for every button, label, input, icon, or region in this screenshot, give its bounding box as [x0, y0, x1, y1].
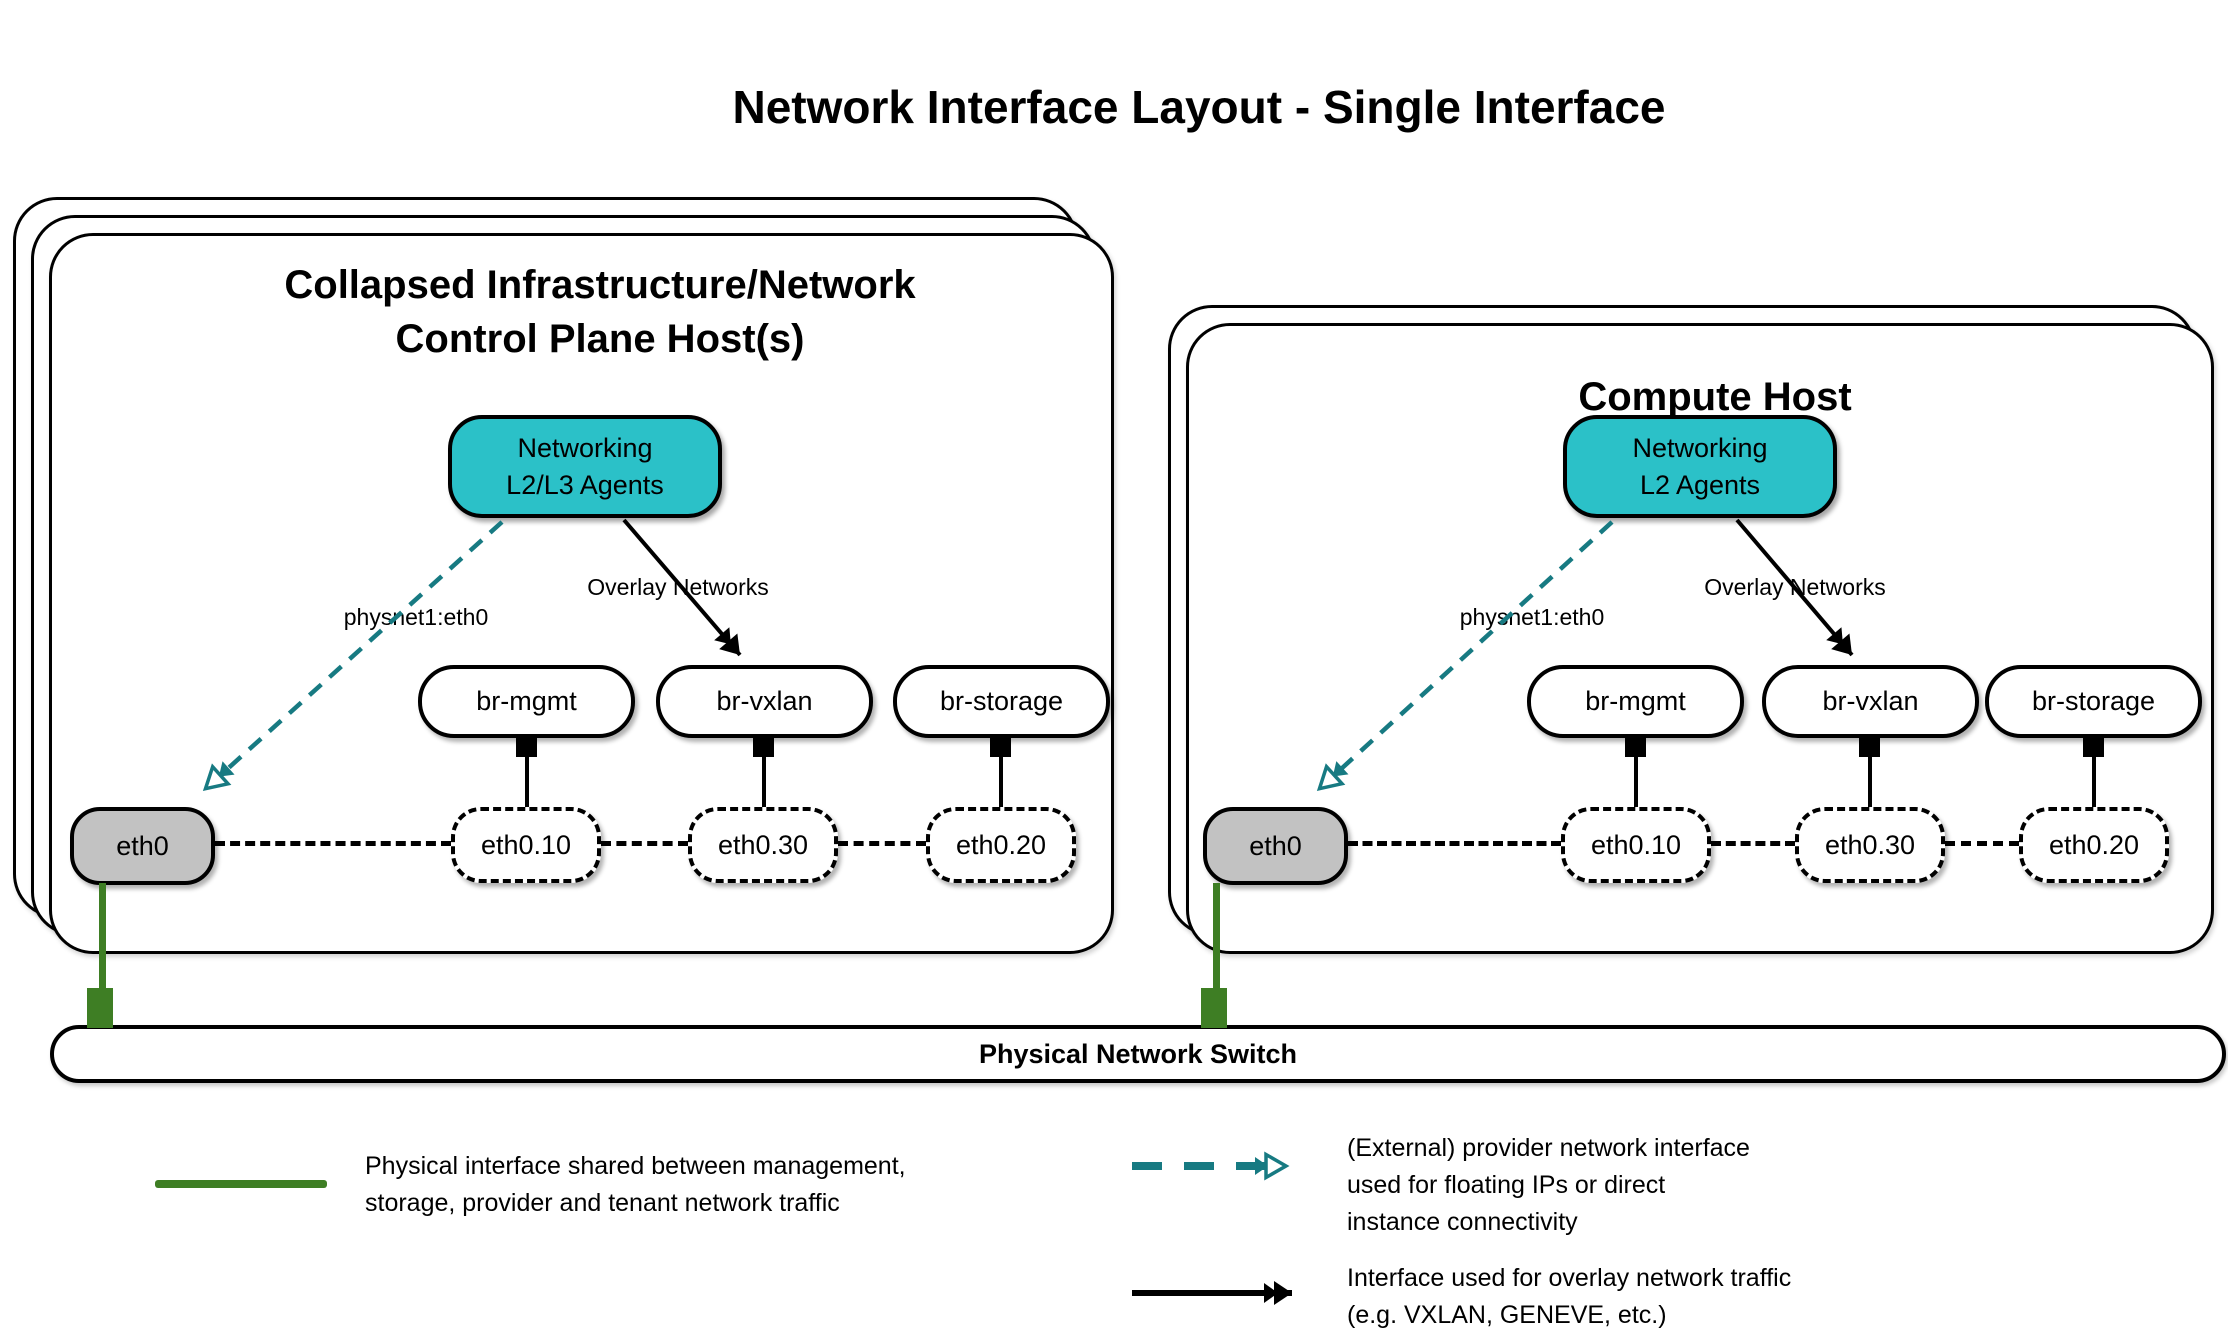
physical-uplink-line-left: [99, 883, 106, 990]
bridge-node-br-vxlan-right: br-vxlan: [1762, 665, 1979, 738]
physical-interface-node-left: eth0: [70, 807, 215, 885]
vlan-node-eth0-10-right: eth0.10: [1561, 807, 1711, 883]
bridge-node-br-mgmt-left: br-mgmt: [418, 665, 635, 738]
control-plane-host-title: Collapsed Infrastructure/Network Control…: [250, 258, 950, 366]
control-plane-host-title-line1: Collapsed Infrastructure/Network: [284, 263, 916, 307]
agent-label-line1: Networking: [517, 432, 653, 463]
physical-network-switch-label: Physical Network Switch: [978, 1038, 1298, 1069]
vlan-bus-dashed-left-1: [215, 841, 451, 846]
overlay-arrow-label-right: Overlay Networks: [1704, 574, 1886, 600]
vlan-bus-dashed-right-3: [1945, 841, 2019, 846]
bridge-node-br-storage-right: br-storage: [1985, 665, 2202, 738]
bridge-node-br-mgmt-right: br-mgmt: [1527, 665, 1744, 738]
physical-uplink-line-right: [1213, 883, 1220, 990]
vlan-node-eth0-30-left: eth0.30: [688, 807, 838, 883]
vlan-node-eth0-10-left: eth0.10: [451, 807, 601, 883]
switch-port-plug-right: [1201, 988, 1227, 1028]
vlan-bus-dashed-right-2: [1711, 841, 1795, 846]
bridge-vlan-link-right-1: [1634, 736, 1638, 807]
bridge-node-br-vxlan-left: br-vxlan: [656, 665, 873, 738]
legend-provider-text: (External) provider network interface us…: [1347, 1130, 1750, 1241]
agent-label-line2: L2/L3 Agents: [506, 469, 664, 500]
link-endpoint-square-left-3: [990, 736, 1011, 757]
switch-port-plug-left: [87, 988, 113, 1028]
page-title: Network Interface Layout - Single Interf…: [732, 81, 1666, 133]
networking-agents-node-left: Networking L2/L3 Agents: [448, 415, 722, 518]
bridge-node-br-storage-left: br-storage: [893, 665, 1110, 738]
vlan-node-eth0-20-right: eth0.20: [2019, 807, 2169, 883]
networking-agents-node-right: Networking L2 Agents: [1563, 415, 1837, 518]
legend-provider-line2: used for floating IPs or direct: [1347, 1171, 1666, 1199]
physical-network-switch: Physical Network Switch: [50, 1025, 2226, 1083]
legend-physical-text: Physical interface shared between manage…: [365, 1148, 906, 1222]
legend-provider-line3: instance connectivity: [1347, 1208, 1578, 1236]
legend-physical-line1: Physical interface shared between manage…: [365, 1152, 906, 1180]
bridge-vlan-link-right-2: [1868, 736, 1872, 807]
compute-host-title: Compute Host: [1578, 375, 1852, 419]
link-endpoint-square-right-1: [1625, 736, 1646, 757]
link-endpoint-square-right-2: [1859, 736, 1880, 757]
legend-overlay-line2: (e.g. VXLAN, GENEVE, etc.): [1347, 1301, 1667, 1329]
legend-provider-line1: (External) provider network interface: [1347, 1134, 1750, 1162]
vlan-bus-dashed-right-1: [1348, 841, 1561, 846]
vlan-bus-dashed-left-3: [838, 841, 926, 846]
legend-overlay-line1: Interface used for overlay network traff…: [1347, 1264, 1792, 1292]
bridge-vlan-link-left-3: [999, 736, 1003, 807]
vlan-bus-dashed-left-2: [601, 841, 688, 846]
physical-interface-node-right: eth0: [1203, 807, 1348, 885]
link-endpoint-square-left-1: [516, 736, 537, 757]
link-endpoint-square-left-2: [753, 736, 774, 757]
provider-arrow-label-right: physnet1:eth0: [1459, 604, 1605, 630]
bridge-vlan-link-left-1: [525, 736, 529, 807]
control-plane-host-title-line2: Control Plane Host(s): [395, 317, 805, 361]
bridge-vlan-link-right-3: [2092, 736, 2096, 807]
legend-physical-line-swatch: [155, 1180, 327, 1188]
overlay-arrow-label-left: Overlay Networks: [587, 574, 769, 600]
vlan-node-eth0-20-left: eth0.20: [926, 807, 1076, 883]
vlan-node-eth0-30-right: eth0.30: [1795, 807, 1945, 883]
bridge-vlan-link-left-2: [762, 736, 766, 807]
legend-overlay-text: Interface used for overlay network traff…: [1347, 1260, 1791, 1334]
provider-arrow-label-left: physnet1:eth0: [343, 604, 489, 630]
agent-label-line1: Networking: [1632, 432, 1768, 463]
legend-physical-line2: storage, provider and tenant network tra…: [365, 1189, 840, 1217]
agent-label-line2: L2 Agents: [1639, 469, 1761, 500]
link-endpoint-square-right-3: [2083, 736, 2104, 757]
